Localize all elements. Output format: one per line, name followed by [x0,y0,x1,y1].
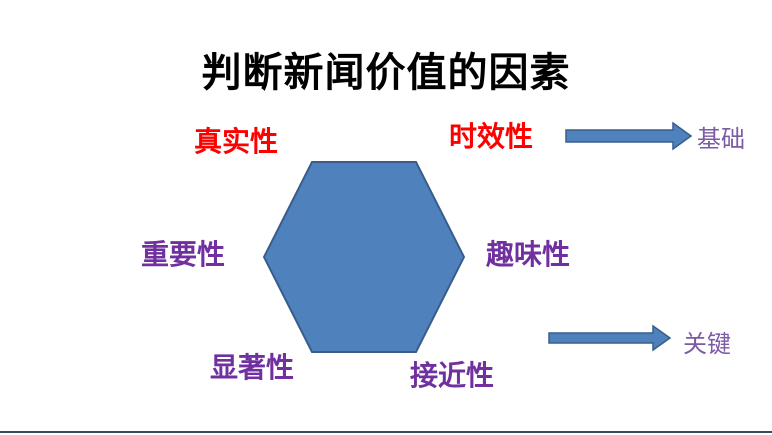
factor-interest: 趣味性 [486,238,571,271]
annotation-key: 关键 [683,330,731,358]
bottom-divider [0,431,772,433]
slide-title: 判断新闻价值的因素 [201,50,571,96]
factor-importance: 重要性 [141,238,226,271]
hexagon-shape [262,161,466,353]
factor-prominence: 显著性 [210,351,295,384]
arrow-right-icon [565,121,693,151]
factor-proximity: 接近性 [410,359,495,392]
factor-authenticity: 真实性 [194,125,279,158]
arrow-right-icon [548,324,672,352]
annotation-foundation: 基础 [697,125,745,153]
factor-timeliness: 时效性 [449,120,534,153]
